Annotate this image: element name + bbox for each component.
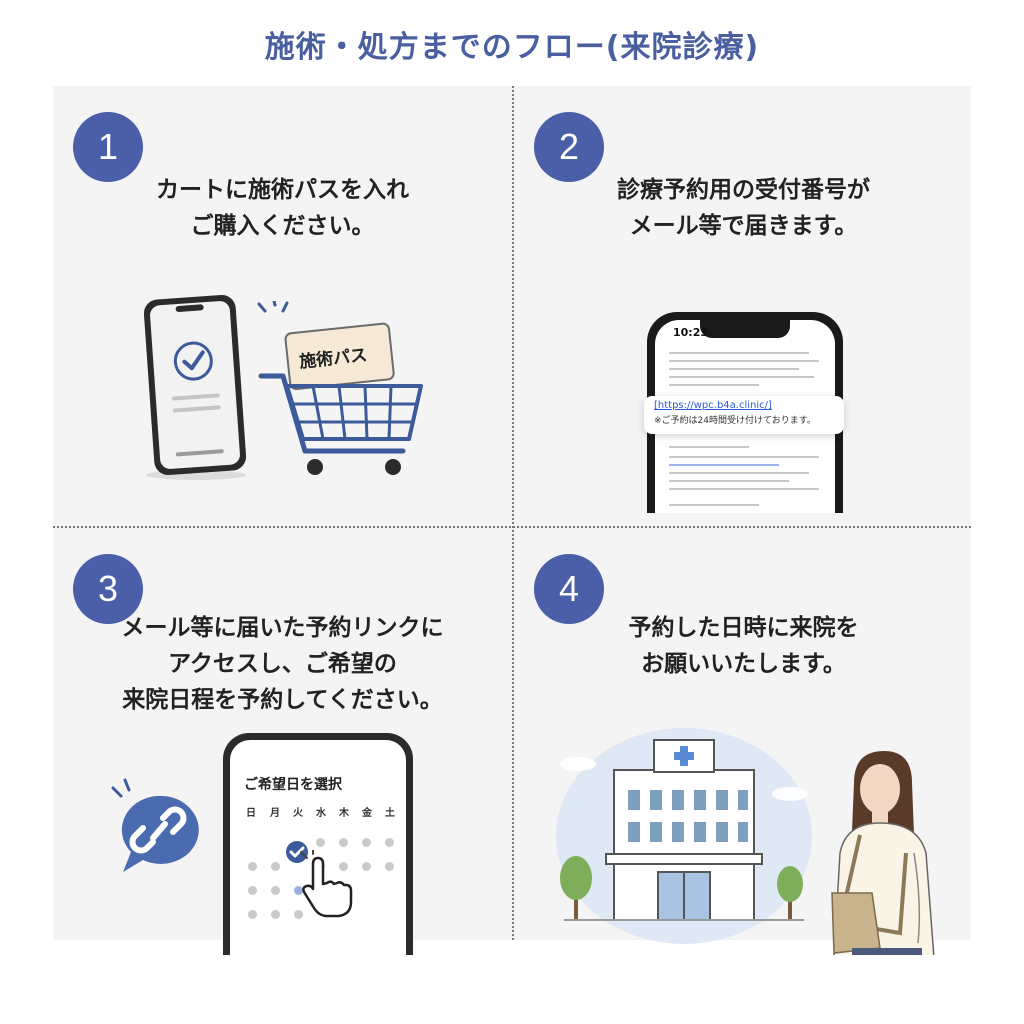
step-2-panel: 2 診療予約用の受付番号が メール等で届きます。 10:23	[514, 86, 973, 513]
step-number-badge: 2	[534, 112, 604, 182]
calendar-day[interactable]	[294, 886, 303, 895]
step-description: メール等に届いた予約リンクに アクセスし、ご希望の 来院日程を予約してください。	[121, 615, 444, 713]
horizontal-divider	[53, 526, 971, 528]
calendar-day[interactable]	[339, 862, 348, 871]
step-1-panel: 1 カートに施術パスを入れ ご購入ください。	[53, 86, 512, 513]
weekday-sat: 土	[385, 808, 395, 819]
selected-day-check-icon[interactable]	[285, 840, 309, 864]
step-4-panel: 4 予約した日時に来院を お願いいたします。	[514, 528, 973, 955]
step-number-badge: 4	[534, 554, 604, 624]
step-number-badge: 1	[73, 112, 143, 182]
calendar-day[interactable]	[362, 862, 371, 871]
reservation-note: ※ご予約は24時間受け付けております。	[654, 416, 816, 426]
calendar-day[interactable]	[271, 910, 280, 919]
vertical-divider	[512, 86, 514, 940]
calendar-day[interactable]	[271, 886, 280, 895]
link-icon	[111, 778, 199, 872]
weekday-wed: 水	[316, 808, 326, 819]
weekday-tue: 火	[293, 808, 303, 819]
step-description: カートに施術パスを入れ ご購入ください。	[156, 177, 409, 239]
patient-woman-illustration	[831, 751, 935, 955]
smartphone-illustration	[143, 294, 247, 480]
weekday-thu: 木	[339, 808, 349, 819]
reservation-link[interactable]: [https://wpc.b4a.clinic/]	[654, 400, 772, 411]
calendar-day[interactable]	[271, 862, 280, 871]
reservation-link-popup: [https://wpc.b4a.clinic/] ※ご予約は24時間受け付けて…	[644, 396, 844, 434]
flow-grid: 1 カートに施術パスを入れ ご購入ください。	[53, 86, 973, 955]
calendar-day[interactable]	[316, 838, 325, 847]
calendar-day[interactable]	[248, 862, 257, 871]
page-title: 施術・処方までのフロー(来院診療)	[264, 30, 760, 65]
weekday-mon: 月	[270, 808, 280, 819]
calendar-day[interactable]	[294, 910, 303, 919]
status-time: 10:23	[673, 326, 709, 339]
step-description: 予約した日時に来院を お願いいたします。	[628, 615, 859, 677]
calendar-day[interactable]	[248, 910, 257, 919]
tap-hand-icon	[300, 850, 353, 918]
weekday-fri: 金	[362, 808, 372, 819]
step-3-panel: 3 メール等に届いた予約リンクに アクセスし、ご希望の 来院日程を予約してくださ…	[53, 528, 512, 955]
calendar-day[interactable]	[248, 886, 257, 895]
step-description: 診療予約用の受付番号が メール等で届きます。	[617, 177, 870, 239]
calendar-day[interactable]	[385, 862, 394, 871]
calendar-screen: ご希望日を選択 日 月 火 水 木 金 土	[230, 740, 406, 955]
calendar-day[interactable]	[339, 838, 348, 847]
step-number-badge: 3	[73, 554, 143, 624]
hospital-icon	[556, 728, 812, 944]
calendar-phone-illustration: ご希望日を選択 日 月 火 水 木 金 土	[223, 733, 413, 955]
calendar-day[interactable]	[385, 838, 394, 847]
shopping-cart-icon	[257, 301, 423, 475]
weekday-sun: 日	[246, 808, 256, 819]
calendar-day[interactable]	[362, 838, 371, 847]
calendar-title: ご希望日を選択	[244, 777, 342, 793]
